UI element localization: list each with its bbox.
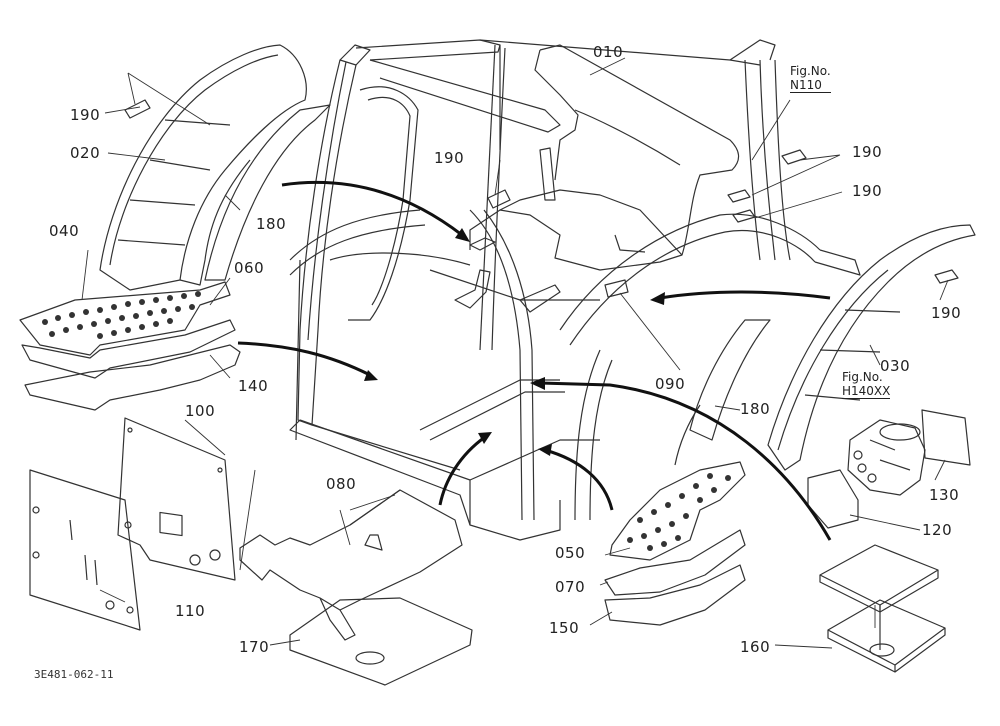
label-090: 090 [655, 375, 686, 393]
label-050: 050 [555, 544, 586, 562]
label-190-upper-right: 190 [852, 143, 883, 161]
fig-ref-code: H140XX [842, 384, 891, 399]
part-190-pads [124, 99, 959, 298]
part-180-guard-strips [204, 104, 771, 466]
part-170-floor-mat [289, 597, 473, 686]
label-070: 070 [555, 578, 586, 596]
label-080: 080 [326, 475, 357, 493]
label-130: 130 [929, 486, 960, 504]
part-010-rear-panel [469, 44, 740, 271]
label-190-mid-right: 190 [852, 182, 883, 200]
part-060-left-mat-layer [21, 319, 236, 379]
part-040-left-mat [19, 281, 231, 356]
part-130-block [921, 409, 971, 466]
label-180-left: 180 [256, 215, 287, 233]
label-190-far-right: 190 [931, 304, 962, 322]
label-110: 110 [175, 602, 206, 620]
label-170: 170 [239, 638, 270, 656]
label-060: 060 [234, 259, 265, 277]
label-040: 040 [49, 222, 80, 240]
fig-ref-h140xx: Fig.No. H140XX [842, 370, 891, 399]
label-190-center: 190 [434, 149, 465, 167]
levers [454, 147, 561, 313]
fig-ref-title: Fig.No. [790, 64, 831, 78]
label-190-left: 190 [70, 106, 101, 124]
label-180-right: 180 [740, 400, 771, 418]
label-120: 120 [922, 521, 953, 539]
assembly-arrows [237, 181, 832, 541]
label-150: 150 [549, 619, 580, 637]
leader-lines [81, 57, 949, 649]
fig-ref-title: Fig.No. [842, 370, 883, 384]
label-100: 100 [185, 402, 216, 420]
part-020-left-fender [99, 44, 307, 291]
fig-ref-n110: Fig.No. N110 [790, 64, 831, 93]
diagram-code: 3E481-062-11 [34, 668, 114, 681]
label-010: 010 [593, 43, 624, 61]
part-100-front-panel [117, 417, 236, 581]
part-160-plates [819, 544, 946, 673]
part-080-floor-cover [239, 489, 463, 641]
part-140-left-mat-base [24, 344, 241, 411]
valve-assembly [847, 419, 926, 496]
part-150-right-mat-base [604, 564, 746, 626]
label-160: 160 [740, 638, 771, 656]
label-020: 020 [70, 144, 101, 162]
part-070-right-mat-layer [604, 529, 746, 596]
label-140: 140 [238, 377, 269, 395]
label-030: 030 [880, 357, 911, 375]
fig-ref-code: N110 [790, 78, 831, 93]
part-110-front-panel [29, 469, 141, 631]
arrow-heads [364, 228, 665, 456]
part-030-right-fender [767, 224, 976, 471]
part-050-right-mat [609, 461, 746, 561]
